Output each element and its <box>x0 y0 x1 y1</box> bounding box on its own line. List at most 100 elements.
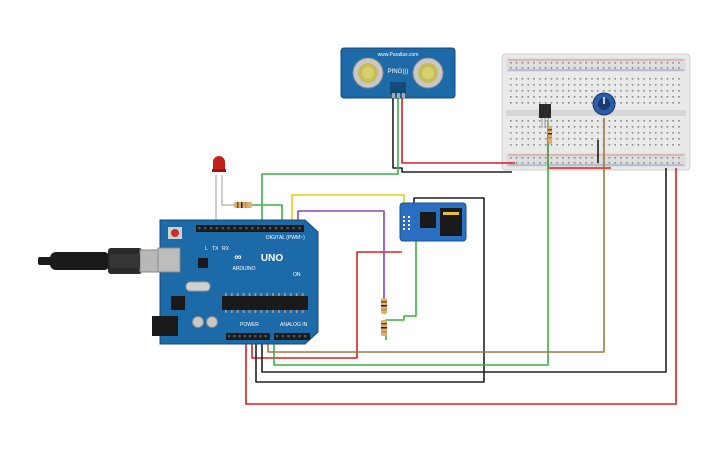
hole <box>643 102 645 104</box>
hole <box>602 90 605 92</box>
wire-red-esp <box>251 251 402 359</box>
ultrasonic-sensor[interactable]: www.Parallax.com PING))) <box>340 47 456 99</box>
hole <box>544 144 547 146</box>
hole <box>539 126 541 128</box>
hole <box>510 62 512 64</box>
hole <box>655 62 657 64</box>
hole <box>515 120 518 122</box>
wire-purple <box>297 210 385 300</box>
hole <box>573 138 576 140</box>
hole <box>655 90 657 92</box>
hole <box>649 62 651 64</box>
hole <box>643 162 645 164</box>
hole <box>533 78 535 80</box>
hole <box>266 293 269 296</box>
hole <box>626 157 628 159</box>
hole <box>573 144 576 146</box>
wifi-module[interactable] <box>399 202 467 242</box>
hole <box>573 84 576 86</box>
hole <box>626 84 628 86</box>
hole <box>649 102 651 104</box>
hole <box>527 78 529 80</box>
hole <box>573 62 576 64</box>
hole <box>637 67 640 69</box>
hole <box>660 67 663 69</box>
hole <box>666 90 669 92</box>
arduino-uno-board[interactable]: ∞ ARDUINO UNO DIGITAL (PWM~) POWER ANALO… <box>152 219 319 345</box>
hole <box>666 102 669 104</box>
hole <box>292 335 296 338</box>
wire-red-ultrasonic <box>401 95 515 164</box>
hole <box>585 62 587 64</box>
usb-cable-icon <box>38 248 163 274</box>
breadboard-resistor[interactable] <box>548 126 552 144</box>
hole <box>510 132 512 134</box>
hole <box>643 144 645 146</box>
hole <box>556 67 558 69</box>
hole <box>620 102 622 104</box>
hole <box>597 138 599 140</box>
hole <box>672 162 674 164</box>
hole <box>568 96 570 98</box>
hole <box>257 227 260 230</box>
temperature-sensor-icon[interactable] <box>539 104 551 128</box>
hole <box>510 78 512 80</box>
hole <box>533 96 535 98</box>
hole <box>660 90 663 92</box>
hole <box>614 144 616 146</box>
hole <box>585 144 587 146</box>
hole <box>533 102 535 104</box>
hole <box>239 227 242 230</box>
hole <box>268 227 272 230</box>
hole <box>510 67 512 69</box>
red-led-icon[interactable] <box>212 156 226 172</box>
hole <box>556 132 558 134</box>
hole <box>672 67 674 69</box>
hole <box>544 62 547 64</box>
hole <box>539 96 541 98</box>
hole <box>631 102 634 104</box>
hole <box>637 102 640 104</box>
potentiometer-icon[interactable] <box>592 92 616 116</box>
hole <box>573 132 576 134</box>
hole <box>678 126 680 128</box>
hole <box>556 78 558 80</box>
hole <box>608 62 611 64</box>
hole <box>602 78 605 80</box>
hole <box>631 120 634 122</box>
hole <box>527 62 529 64</box>
hole <box>591 162 593 164</box>
hole <box>568 132 570 134</box>
hole <box>608 78 611 80</box>
resistor-2[interactable] <box>381 320 387 336</box>
hole <box>655 144 657 146</box>
hole <box>649 67 651 69</box>
hole <box>539 162 541 164</box>
hole <box>527 132 529 134</box>
hole <box>521 162 524 164</box>
hole <box>620 157 622 159</box>
hole <box>626 120 628 122</box>
hole <box>602 62 605 64</box>
hole <box>637 96 640 98</box>
hole <box>637 90 640 92</box>
hole <box>533 84 535 86</box>
hole <box>251 227 254 230</box>
hole <box>225 310 227 313</box>
hole <box>521 102 524 104</box>
reset-button[interactable] <box>171 229 179 237</box>
hole <box>597 62 599 64</box>
hole <box>533 67 535 69</box>
hole <box>591 138 593 140</box>
hole <box>591 157 593 159</box>
led-resistor[interactable] <box>234 202 252 208</box>
hole <box>655 102 657 104</box>
hole <box>254 335 257 338</box>
hole <box>527 162 529 164</box>
hole <box>527 126 529 128</box>
hole <box>608 67 611 69</box>
hole <box>626 162 628 164</box>
hole <box>620 84 622 86</box>
hole <box>678 62 680 64</box>
resistor-1[interactable] <box>381 298 387 314</box>
